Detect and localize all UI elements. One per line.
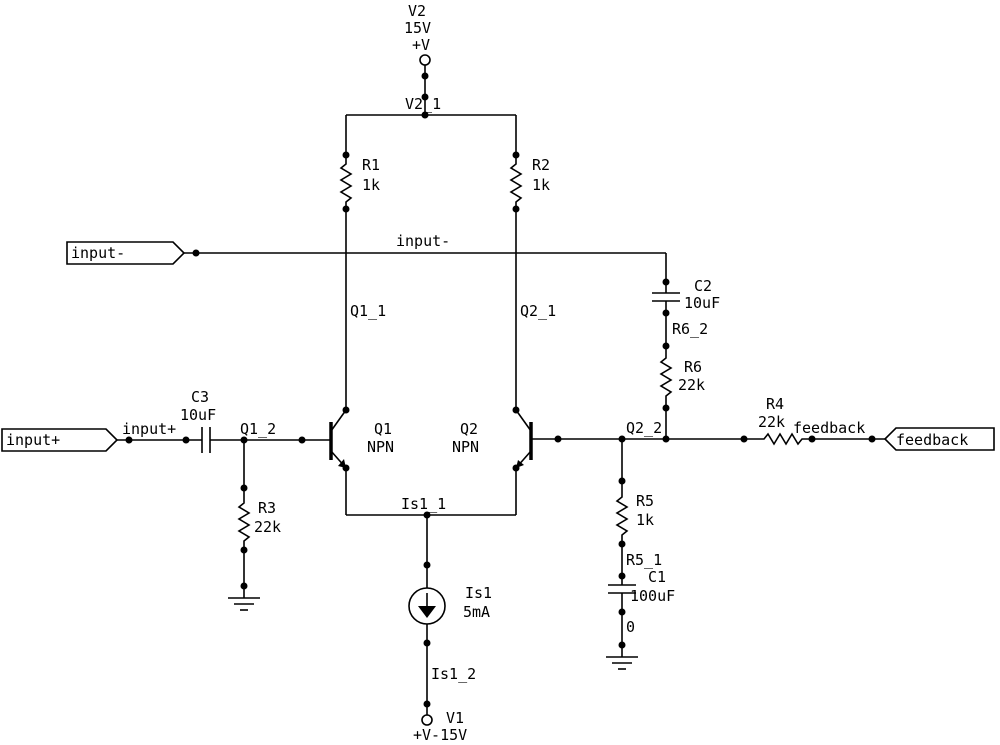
r3-resistor xyxy=(237,500,251,546)
r5-resistor xyxy=(615,494,629,540)
v2-node: +V xyxy=(412,36,430,54)
r6-resistor xyxy=(659,355,673,400)
net-q1-2: Q1_2 xyxy=(240,420,276,438)
r3-name: R3 xyxy=(258,499,276,517)
r3-value: 22k xyxy=(254,518,281,536)
net-input-minus: input- xyxy=(396,232,450,250)
r6-name: R6 xyxy=(684,358,702,376)
r5-name: R5 xyxy=(636,492,654,510)
port-input-plus-label: input+ xyxy=(6,431,60,449)
r2-resistor xyxy=(509,160,523,208)
net-q2-1: Q2_1 xyxy=(520,302,556,320)
r1-value: 1k xyxy=(362,176,380,194)
v2-value: 15V xyxy=(404,19,431,37)
connection-dots xyxy=(125,72,876,708)
q2-type: NPN xyxy=(452,438,479,456)
is1-arrow xyxy=(418,606,436,618)
r1-name: R1 xyxy=(362,156,380,174)
c2-name: C2 xyxy=(694,277,712,295)
r5-value: 1k xyxy=(636,511,654,529)
v1-terminal xyxy=(421,714,433,726)
c1-name: C1 xyxy=(648,568,666,586)
net-r6-2: R6_2 xyxy=(672,320,708,338)
c2-value: 10uF xyxy=(684,294,720,312)
v2-terminal xyxy=(419,54,431,66)
net-q1-1: Q1_1 xyxy=(350,302,386,320)
port-input-plus xyxy=(1,428,119,452)
v2-name: V2 xyxy=(408,2,426,20)
net-q2-2: Q2_2 xyxy=(626,419,662,437)
is1-value: 5mA xyxy=(463,603,490,621)
net-v2-1: V2_1 xyxy=(405,95,441,113)
r4-resistor xyxy=(744,432,885,446)
net-feedback: feedback xyxy=(793,419,865,437)
net-is1-2: Is1_2 xyxy=(431,665,476,683)
c3-name: C3 xyxy=(191,388,209,406)
r4-value: 22k xyxy=(758,413,785,431)
port-input-minus-label: input- xyxy=(71,244,125,262)
port-feedback-label: feedback xyxy=(896,431,968,449)
r4-name: R4 xyxy=(766,395,784,413)
v1-name: V1 xyxy=(446,709,464,727)
q2-name: Q2 xyxy=(460,420,478,438)
r6-value: 22k xyxy=(678,376,705,394)
c1-value: 100uF xyxy=(630,587,675,605)
v1-value: +V-15V xyxy=(413,726,467,744)
r2-value: 1k xyxy=(532,176,550,194)
net-is1-1: Is1_1 xyxy=(401,495,446,513)
r2-name: R2 xyxy=(532,156,550,174)
q1-type: NPN xyxy=(367,438,394,456)
r1-resistor xyxy=(339,160,353,208)
is1-name: Is1 xyxy=(465,584,492,602)
port-feedback xyxy=(883,427,995,451)
c3-value: 10uF xyxy=(180,406,216,424)
port-input-minus xyxy=(66,241,186,265)
net-r5-1: R5_1 xyxy=(626,551,662,569)
net-zero: 0 xyxy=(626,618,635,636)
q1-name: Q1 xyxy=(374,420,392,438)
net-input-plus: input+ xyxy=(122,420,176,438)
